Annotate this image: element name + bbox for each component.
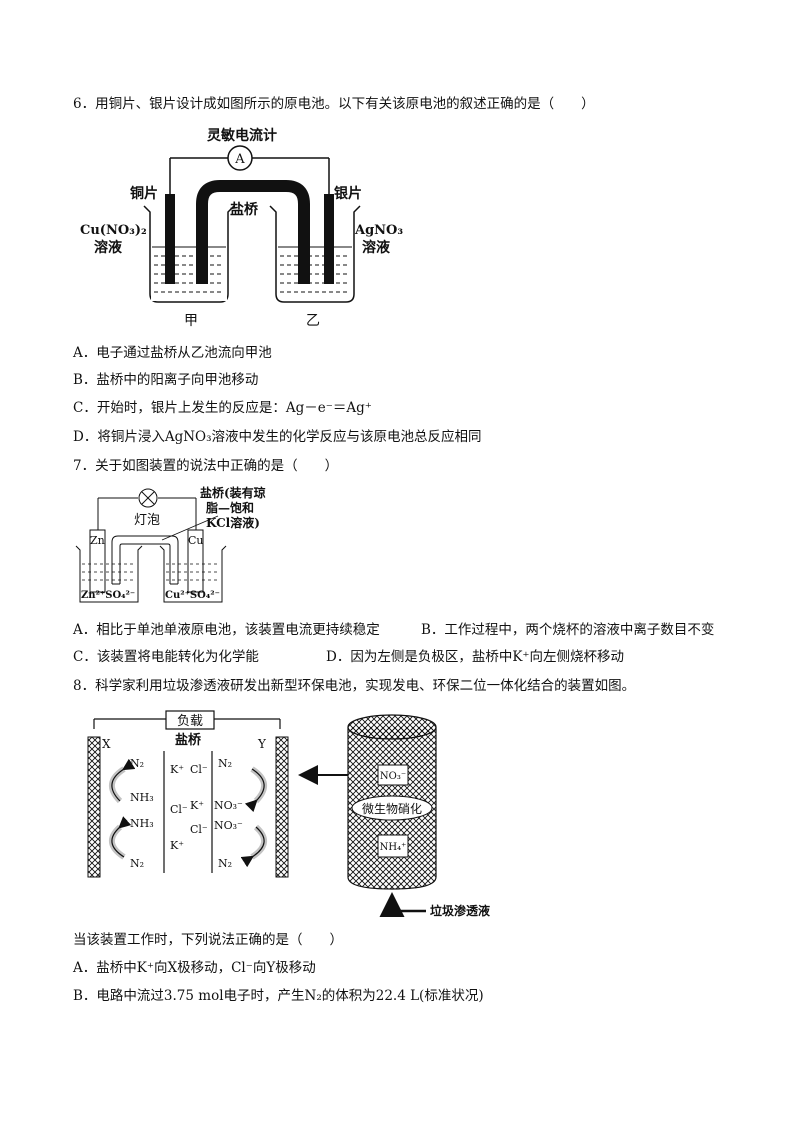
q8-cl-minus-3: Cl⁻: [190, 823, 208, 836]
q6-option-b[interactable]: B．盐桥中的阳离子向甲池移动: [73, 372, 259, 388]
q8-left-nh3-bottom: NH₃: [130, 817, 154, 830]
q8-salt-bridge-label: 盐桥: [175, 732, 202, 748]
q8-leachate-label: 垃圾渗透液: [430, 903, 490, 918]
q8-nitrification-label: 微生物硝化: [362, 802, 422, 816]
q6-left-electrode-label: 铜片: [130, 185, 158, 202]
q8-tank-nh4: NH₄⁺: [380, 842, 407, 853]
q6-left-solution-formula: Cu(NO₃)₂: [80, 223, 147, 238]
q7-bridge-label-3: KCl溶液): [206, 515, 260, 530]
q8-stem-2: 当该装置工作时，下列说法正确的是（ ）: [73, 932, 343, 948]
q6-option-c[interactable]: C．开始时，银片上发生的反应是：Ag－e⁻＝Ag⁺: [73, 400, 372, 416]
q6-galvanometer-label: 灵敏电流计: [207, 127, 277, 144]
q8-stem: 8．科学家利用垃圾渗透液研发出新型环保电池，实现发电、环保二位一体化结合的装置如…: [73, 678, 636, 694]
q6-stem: 6．用铜片、银片设计成如图所示的原电池。以下有关该原电池的叙述正确的是（ ）: [73, 96, 595, 112]
q8-left-n2-bottom: N₂: [130, 857, 144, 870]
q7-option-c[interactable]: C．该装置将电能转化为化学能: [73, 649, 259, 665]
q8-cl-minus-2: Cl⁻: [170, 803, 188, 816]
q8-k-plus-3: K⁺: [170, 839, 184, 852]
q6-right-solution-word: 溶液: [362, 239, 391, 256]
q8-electrode-x: X: [102, 737, 111, 751]
q7-bridge-label-2: 脂—饱和: [205, 500, 254, 515]
q8-right-n2-bottom: N₂: [218, 857, 232, 870]
q8-cl-minus-1: Cl⁻: [190, 763, 208, 776]
q6-figure-galvanic-cell: A 灵敏电流计 铜片 银片 盐桥 Cu(: [72, 122, 412, 334]
q7-left-electrode-label: Zn: [90, 534, 105, 547]
q6-left-cell-label: 甲: [184, 313, 198, 329]
q8-right-no3-bottom: NO₃⁻: [214, 819, 243, 832]
q7-option-d[interactable]: D．因为左侧是负极区，盐桥中K⁺向左侧烧杯移动: [326, 649, 625, 665]
q8-figure-eco-battery: 负载 X Y 盐桥 N₂ NH₃ NH₃ N₂ K⁺ Cl⁻ Cl⁻ K⁺ Cl…: [80, 707, 510, 922]
q8-right-n2-top: N₂: [218, 757, 232, 770]
q6-option-d[interactable]: D．将铜片浸入AgNO₃溶液中发生的化学反应与该原电池总反应相同: [73, 429, 482, 445]
q6-option-a[interactable]: A．电子通过盐桥从乙池流向甲池: [73, 345, 272, 361]
q6-left-solution-word: 溶液: [94, 239, 123, 256]
q8-left-n2-top: N₂: [130, 757, 144, 770]
q8-k-plus-1: K⁺: [170, 763, 184, 776]
q6-right-solution-formula: AgNO₃: [354, 223, 403, 238]
q8-option-a[interactable]: A．盐桥中K⁺向X极移动，Cl⁻向Y极移动: [73, 960, 316, 976]
q7-bulb-label: 灯泡: [134, 513, 160, 528]
q8-load-label: 负载: [177, 714, 203, 729]
q8-left-nh3-top: NH₃: [130, 791, 154, 804]
q7-right-electrode-label: Cu: [188, 534, 204, 547]
q6-right-cell-label: 乙: [306, 313, 320, 329]
q7-stem: 7．关于如图装置的说法中正确的是（ ）: [73, 458, 339, 474]
q6-meter-symbol: A: [234, 152, 245, 167]
q7-right-ions: Cu²⁺SO₄²⁻: [165, 590, 220, 601]
q8-electrode-y: Y: [257, 737, 267, 751]
q8-tank-no3: NO₃⁻: [380, 771, 406, 782]
q6-right-electrode-label: 银片: [334, 185, 362, 202]
q6-salt-bridge-label: 盐桥: [230, 201, 259, 218]
q8-k-plus-2: K⁺: [190, 799, 204, 812]
q8-option-b[interactable]: B．电路中流过3.75 mol电子时，产生N₂的体积为22.4 L(标准状况): [73, 988, 484, 1004]
q7-option-b[interactable]: B．工作过程中，两个烧杯的溶液中离子数目不变: [421, 622, 715, 638]
q8-right-no3-top: NO₃⁻: [214, 799, 243, 812]
q7-left-ions: Zn²⁺SO₄²⁻: [81, 590, 135, 601]
q7-option-a[interactable]: A．相比于单池单液原电池，该装置电流更持续稳定: [73, 622, 380, 638]
q7-bridge-label-1: 盐桥(装有琼: [200, 485, 266, 500]
q7-figure-salt-bridge-cell: 灯泡 盐桥(装有琼 脂—饱和 KCl溶液) Zn Cu Zn²⁺SO₄²⁻ Cu…: [72, 484, 312, 610]
